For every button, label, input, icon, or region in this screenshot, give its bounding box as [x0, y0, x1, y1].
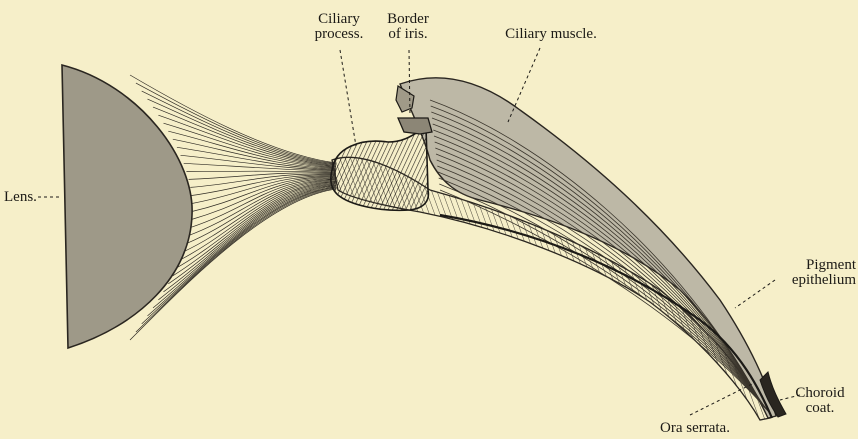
- label-ciliary-process: Ciliary process.: [302, 12, 376, 42]
- zonular-fiber: [184, 180, 336, 251]
- ciliary-process-knob: [331, 128, 429, 210]
- lens-body: [62, 65, 192, 348]
- leader-ciliary-muscle: [508, 48, 540, 122]
- leader-ciliary-process: [340, 50, 356, 146]
- label-border-of-iris: Border of iris.: [375, 12, 441, 42]
- zonular-fiber: [191, 177, 336, 219]
- label-lens: Lens.: [4, 190, 40, 205]
- zonular-fiber: [173, 183, 336, 276]
- leader-pigment-epithelium: [735, 280, 775, 308]
- label-choroid-coat: Choroid coat.: [784, 386, 856, 416]
- ciliary-muscle-shape: [400, 78, 776, 418]
- iris-border-tip: [398, 118, 432, 134]
- label-ciliary-muscle: Ciliary muscle.: [476, 27, 626, 42]
- label-pigment-epithelium: Pigment epithelium: [770, 258, 856, 288]
- zonular-fiber: [186, 171, 336, 172]
- label-ora-serrata: Ora serrata.: [640, 421, 750, 436]
